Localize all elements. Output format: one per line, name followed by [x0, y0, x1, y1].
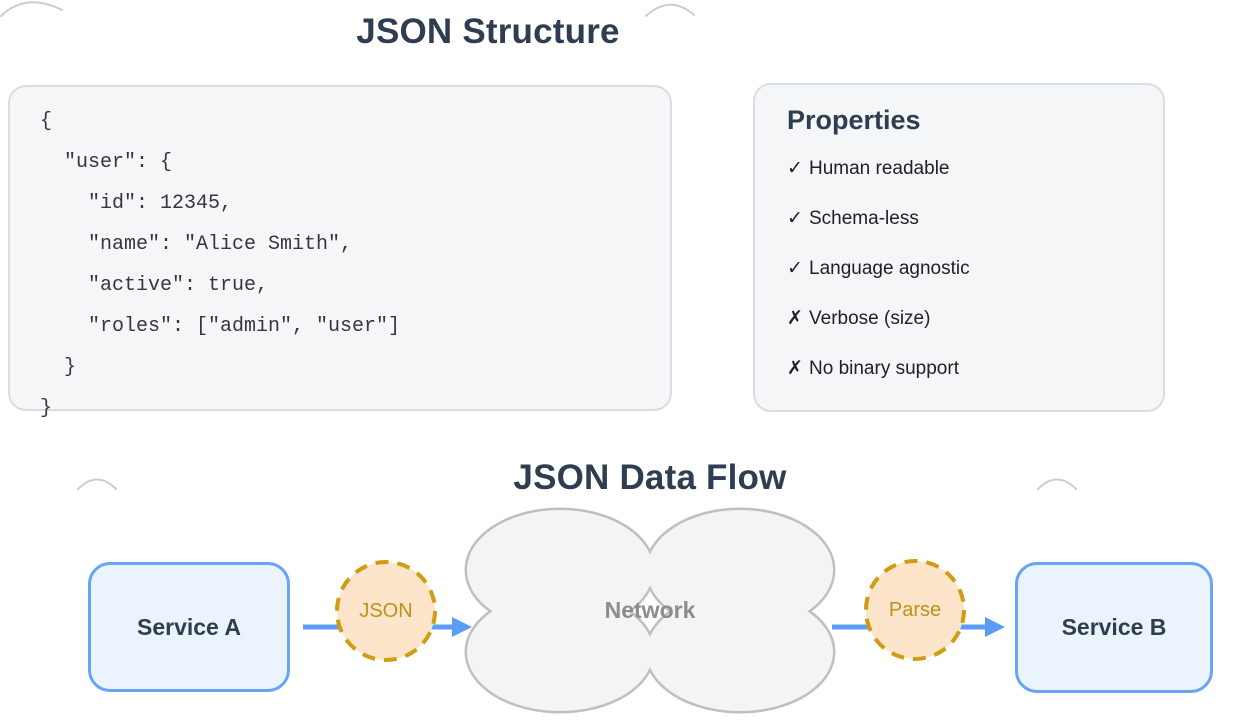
property-item: ✓ Language agnostic — [787, 258, 1131, 280]
property-label: No binary support — [809, 358, 959, 379]
cross-icon: ✗ — [787, 358, 803, 379]
parse-node-label: Parse — [888, 598, 942, 621]
service-a-label: Service A — [137, 613, 241, 640]
parse-node-circle — [864, 559, 966, 661]
service-b-box: Service B — [1015, 562, 1213, 693]
network-label: Network — [604, 596, 696, 623]
service-a-box: Service A — [88, 562, 290, 692]
check-icon: ✓ — [787, 208, 803, 229]
properties-panel: Properties ✓Human readable ✓Schema-less … — [753, 83, 1165, 412]
code-line: "id": 12345, — [40, 192, 233, 215]
flow-section-title: JSON Data Flow — [513, 458, 787, 497]
code-line: "roles": ["admin", "user"] — [40, 315, 401, 338]
property-label: Human readable — [809, 158, 950, 179]
property-label: Schema-less — [809, 208, 919, 229]
service-b-label: Service B — [1061, 614, 1167, 640]
cloud-shape — [464, 507, 836, 714]
arc-mid-left — [77, 478, 117, 490]
code-line: "user": { — [40, 151, 173, 174]
property-item: ✓ Schema-less — [787, 208, 1131, 230]
property-label: Language agnostic — [809, 258, 970, 279]
json-code: { "user": { "id": 12345, "name": "Alice … — [40, 101, 400, 429]
property-item: ✗ Verbose (size) — [787, 308, 1131, 330]
check-icon: ✓ — [787, 258, 803, 279]
code-line: "active": true, — [40, 274, 269, 297]
json-code-panel: { "user": { "id": 12345, "name": "Alice … — [8, 85, 672, 420]
arc-mid-right — [1037, 478, 1077, 490]
property-item: ✗ No binary support — [787, 358, 1131, 380]
network-cloud: Network — [464, 506, 836, 714]
cross-icon: ✗ — [787, 308, 803, 329]
json-node-circle — [335, 560, 437, 662]
code-line: { — [40, 110, 53, 133]
code-line: "name": "Alice Smith", — [40, 233, 353, 256]
properties-title: Properties — [787, 105, 921, 135]
code-line: } — [40, 397, 53, 420]
check-icon: ✓ — [787, 158, 803, 179]
json-step-node: JSON — [333, 558, 439, 664]
property-label: Verbose (size) — [809, 308, 931, 329]
parse-step-node: Parse — [862, 557, 968, 663]
structure-section-title: JSON Structure — [356, 12, 620, 51]
code-line: } — [40, 356, 77, 379]
property-item: ✓ Human readable — [787, 158, 1131, 180]
json-node-label: JSON — [359, 599, 413, 622]
